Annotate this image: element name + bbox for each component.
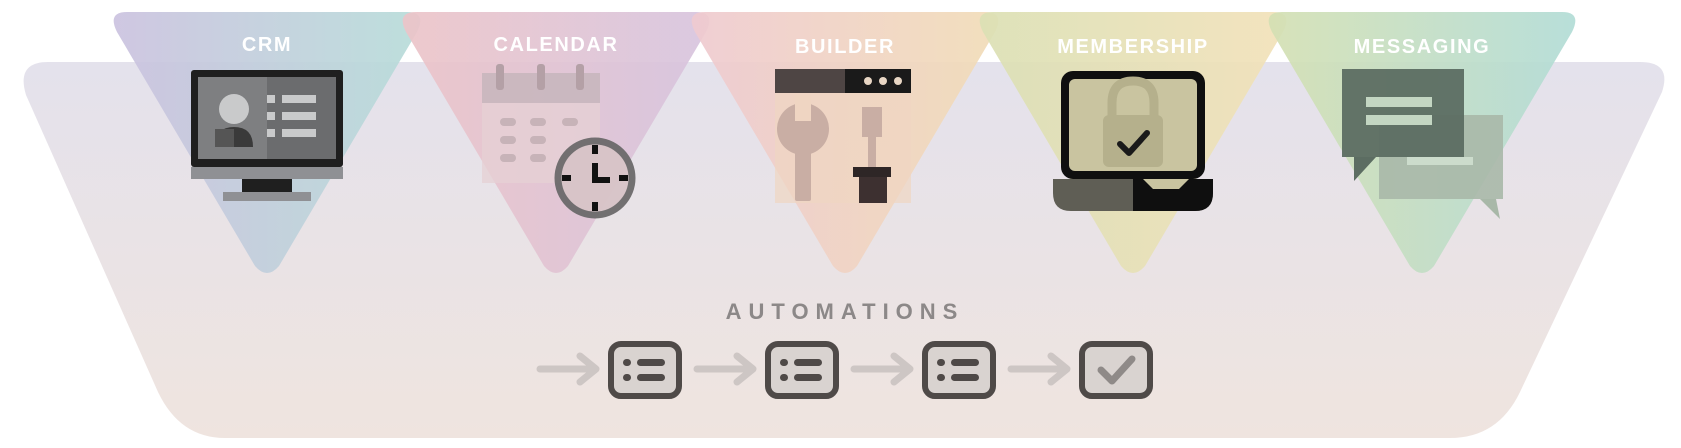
flow-arrow-icon xyxy=(536,352,600,386)
check-card-icon xyxy=(1079,341,1153,399)
task-card-icon xyxy=(922,341,996,399)
automation-flow xyxy=(536,341,1153,399)
flow-arrow-icon xyxy=(693,352,757,386)
task-card-icon xyxy=(765,341,839,399)
calendar-clock-icon xyxy=(482,64,636,219)
module-label: CALENDAR xyxy=(493,34,618,56)
module-label: MEMBERSHIP xyxy=(1057,36,1209,58)
task-card-icon xyxy=(608,341,682,399)
laptop-lock-icon xyxy=(1053,71,1213,211)
module-label: BUILDER xyxy=(795,36,895,58)
flow-arrow-icon xyxy=(850,352,914,386)
flow-arrow-icon xyxy=(1007,352,1071,386)
automations-title: AUTOMATIONS xyxy=(726,299,965,324)
website-builder-icon xyxy=(775,69,911,203)
module-label: MESSAGING xyxy=(1354,36,1491,58)
monitor-contact-icon xyxy=(191,70,343,201)
module-label: CRM xyxy=(242,34,292,56)
chat-bubbles-icon xyxy=(1342,69,1503,219)
